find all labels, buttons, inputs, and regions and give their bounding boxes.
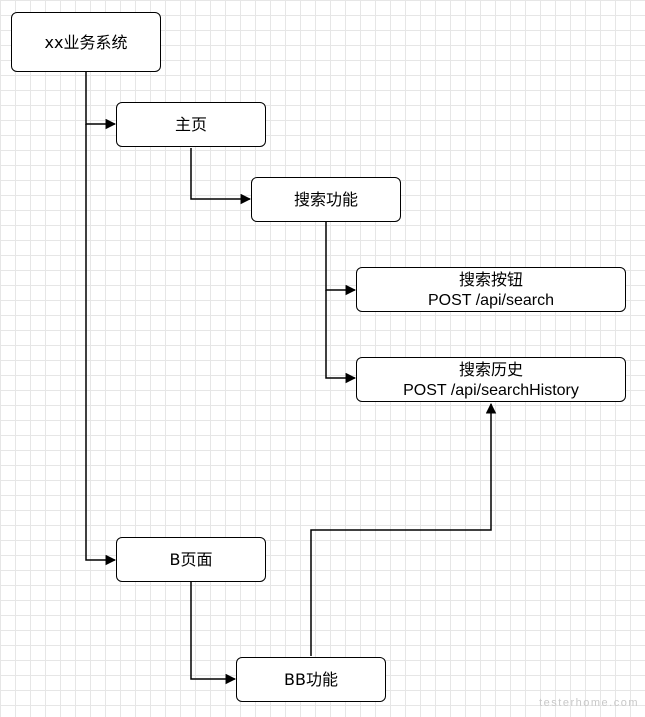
node-search-history[interactable]: 搜索历史 POST /api/searchHistory [356, 357, 626, 402]
node-search-history-title: 搜索历史 [458, 359, 523, 379]
node-root[interactable]: xx业务系统 [11, 12, 161, 72]
edge-root-to-b-page [85, 124, 117, 566]
node-search-feature-label: 搜索功能 [293, 190, 358, 209]
node-bb-feature-label: BB功能 [284, 670, 338, 689]
node-home-label: 主页 [174, 115, 207, 134]
edge-root-to-home [85, 72, 117, 130]
node-search-button-api: POST /api/search [428, 291, 554, 309]
node-home[interactable]: 主页 [116, 102, 266, 147]
edge-search-feature-to-search-history [325, 290, 357, 384]
node-search-button[interactable]: 搜索按钮 POST /api/search [356, 267, 626, 312]
node-bb-feature[interactable]: BB功能 [236, 657, 386, 702]
node-search-history-api: POST /api/searchHistory [403, 381, 579, 399]
edge-search-feature-to-search-button [325, 222, 357, 296]
node-root-label: xx业务系统 [44, 32, 128, 52]
node-b-page-label: B页面 [169, 550, 213, 569]
edge-bb-feature-to-search-history [310, 402, 497, 656]
edge-home-to-search-feature [190, 148, 252, 205]
edge-b-page-to-bb-feature [190, 582, 237, 685]
node-search-button-title: 搜索按钮 [458, 269, 523, 289]
node-search-feature[interactable]: 搜索功能 [251, 177, 401, 222]
watermark: testerhome.com [539, 697, 639, 709]
node-b-page[interactable]: B页面 [116, 537, 266, 582]
